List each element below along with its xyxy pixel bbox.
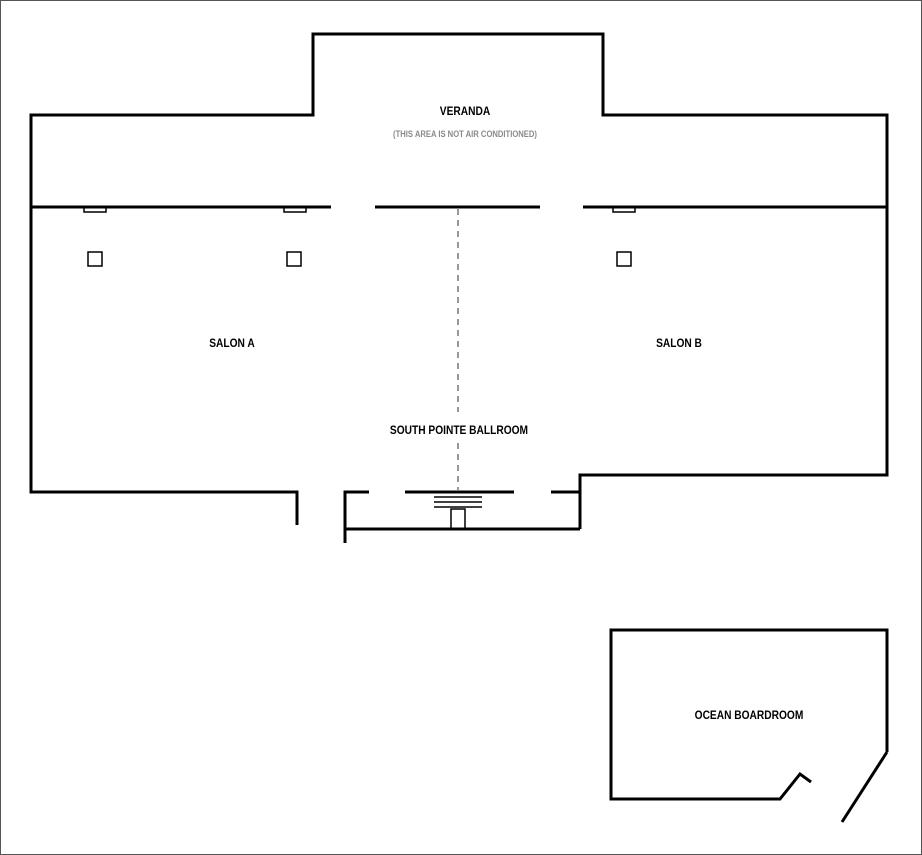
salon-b-label: SALON B [656,337,702,350]
veranda-note: (THIS AREA IS NOT AIR CONDITIONED) [393,128,537,139]
veranda-wall [29,32,889,207]
alcove-wall [343,527,580,543]
salon-a-area[interactable]: SALON A [209,337,254,350]
wall-vent [283,206,307,213]
wall-vent [612,206,636,213]
salon-b-area[interactable]: SALON B [656,337,702,350]
boardroom-label: OCEAN BOARDROOM [695,709,804,722]
veranda-label: VERANDA [440,105,490,118]
left-wall [29,207,299,525]
stage-icon [434,496,482,530]
column [616,251,632,267]
boardroom-wall [609,628,889,801]
salon-a-label: SALON A [209,337,254,350]
wall-vent [83,206,107,213]
alcove-left-stub [343,490,369,529]
column [87,251,103,267]
ballroom-area[interactable]: SOUTH POINTE BALLROOM [390,424,528,437]
ballroom-walls [29,205,889,543]
ballroom-label: SOUTH POINTE BALLROOM [390,424,528,437]
right-wall [578,207,889,529]
veranda-area[interactable]: VERANDA (THIS AREA IS NOT AIR CONDITIONE… [29,32,889,207]
column [286,251,302,267]
ocean-boardroom[interactable]: OCEAN BOARDROOM [609,628,889,823]
boardroom-door-wall [840,751,889,823]
